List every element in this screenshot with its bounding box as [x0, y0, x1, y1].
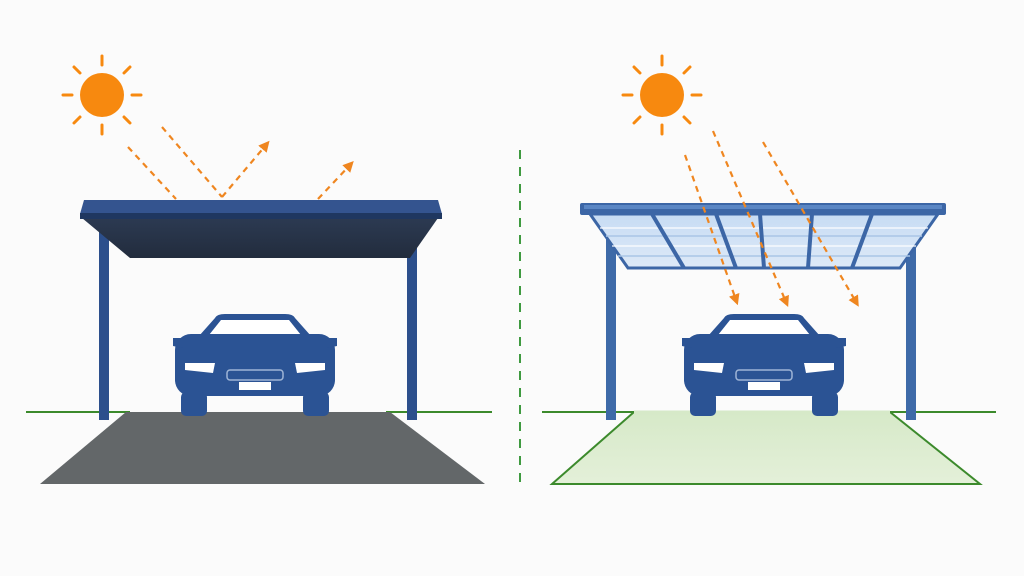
- transmitted-ray-arrow: [762, 141, 859, 307]
- translucent-roof: [580, 203, 946, 270]
- car-icon: [682, 314, 846, 416]
- sunlit-ground: [549, 411, 983, 485]
- transmitted-ray-arrow: [711, 130, 789, 308]
- incoming-ray: [161, 126, 223, 198]
- carport-post: [99, 222, 109, 420]
- reflected-ray-arrow: [221, 140, 270, 198]
- sun-icon: [621, 54, 703, 136]
- transmitted-ray-arrow: [683, 154, 740, 306]
- opaque-roof-top: [80, 200, 442, 214]
- sun-icon: [61, 54, 143, 136]
- carport-post: [906, 222, 916, 420]
- opaque-roof-underside: [82, 218, 438, 258]
- reflected-ray-arrow: [317, 160, 354, 200]
- car-icon: [173, 314, 337, 416]
- translucent-carport-panel: [542, 54, 996, 485]
- opaque-carport-panel: [26, 54, 492, 484]
- incoming-ray: [127, 146, 177, 200]
- carport-post: [407, 222, 417, 420]
- carport-post: [606, 222, 616, 420]
- shaded-pavement: [40, 412, 485, 484]
